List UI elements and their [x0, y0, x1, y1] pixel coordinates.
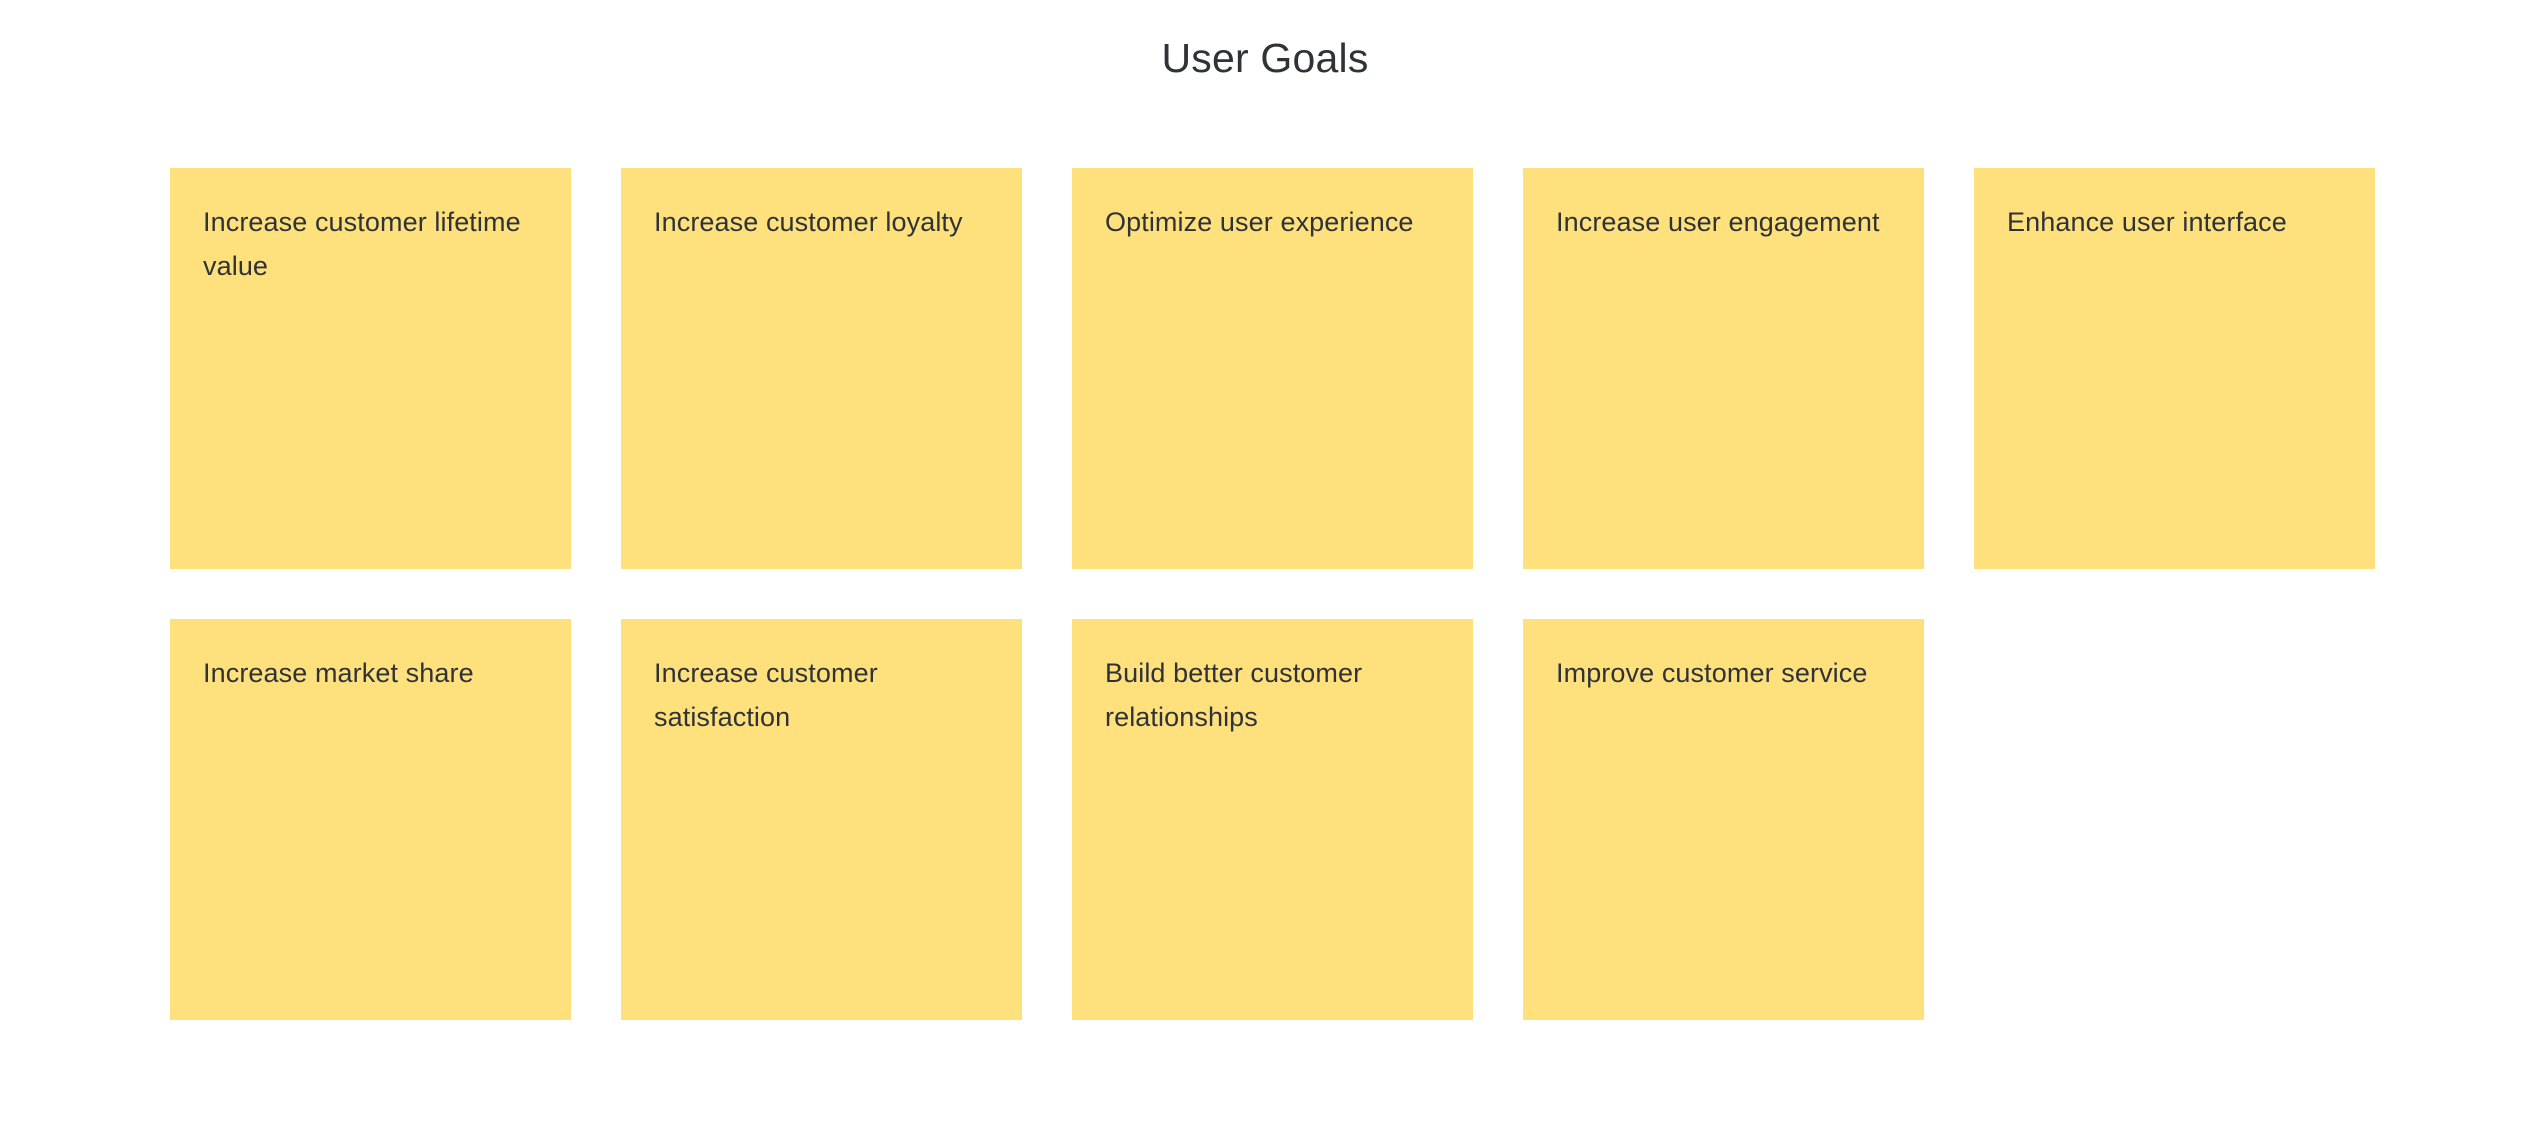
goal-card[interactable]: Increase customer lifetime value — [170, 168, 571, 569]
goal-card[interactable]: Increase customer loyalty — [621, 168, 1022, 569]
goal-card[interactable]: Optimize user experience — [1072, 168, 1473, 569]
goal-card-label: Improve customer service — [1556, 658, 1868, 688]
goal-card[interactable]: Improve customer service — [1523, 619, 1924, 1020]
goal-card-label: Enhance user interface — [2007, 207, 2287, 237]
goal-card-label: Increase customer satisfaction — [654, 658, 886, 732]
goal-card[interactable]: Increase market share — [170, 619, 571, 1020]
page-title: User Goals — [1161, 35, 1369, 81]
goal-card[interactable]: Build better customer relationships — [1072, 619, 1473, 1020]
goal-card-label: Increase user engagement — [1556, 207, 1880, 237]
goal-card[interactable]: Increase user engagement — [1523, 168, 1924, 569]
goal-card-label: Increase market share — [203, 658, 474, 688]
goal-card[interactable]: Increase customer satisfaction — [621, 619, 1022, 1020]
goal-card-grid: Increase customer lifetime value Increas… — [170, 168, 2426, 1020]
goal-card-label: Increase customer lifetime value — [203, 207, 529, 281]
goal-card[interactable]: Enhance user interface — [1974, 168, 2375, 569]
goal-card-label: Build better customer relationships — [1105, 658, 1370, 732]
goal-card-label: Increase customer loyalty — [654, 207, 963, 237]
goal-card-label: Optimize user experience — [1105, 207, 1414, 237]
